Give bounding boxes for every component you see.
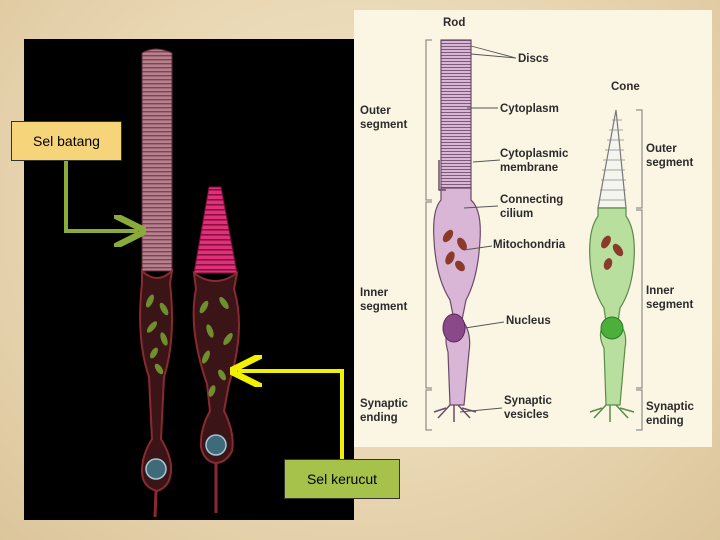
synaptic-vesicles-label-line1: Synaptic	[504, 395, 553, 407]
discs-label: Discs	[518, 53, 549, 65]
cytoplasmic-membrane-label-line1: Cytoplasmic	[500, 148, 569, 160]
right-brackets	[636, 109, 643, 431]
left-brackets	[425, 39, 432, 431]
left-outer-segment-label-line1: Outer	[360, 105, 391, 117]
left-synaptic-ending-label-line1: Synaptic	[360, 398, 409, 410]
cone-cell-photo	[192, 186, 240, 513]
rod-cell-label-text: Sel batang	[33, 133, 100, 149]
cone-title: Cone	[611, 81, 640, 93]
cone-cell-label: Sel kerucut	[284, 459, 400, 499]
photoreceptor-illustration	[24, 39, 354, 520]
right-inner-segment-label-line2: segment	[646, 299, 693, 311]
rod-title: Rod	[443, 17, 465, 29]
cytoplasmic-membrane-label-line2: membrane	[500, 162, 558, 174]
synaptic-vesicles-label-line2: vesicles	[504, 409, 549, 421]
mitochondria-label: Mitochondria	[493, 239, 566, 251]
rod-cell-label: Sel batang	[11, 121, 122, 161]
right-inner-segment-label-line1: Inner	[646, 285, 675, 297]
nucleus-label: Nucleus	[506, 315, 551, 327]
left-synaptic-ending-label-line2: ending	[360, 412, 398, 424]
right-synaptic-ending-label-line2: ending	[646, 415, 684, 427]
rod-diagram-cell	[433, 39, 481, 422]
right-outer-segment-label-line2: segment	[646, 157, 693, 169]
leader-lines	[459, 45, 517, 413]
rod-cone-diagram: Rod Cone Outer segment Inner segment Syn…	[354, 10, 712, 447]
connecting-cilium-label-line1: Connecting	[500, 194, 563, 206]
left-outer-segment-label-line2: segment	[360, 119, 407, 131]
cytoplasm-label: Cytoplasm	[500, 103, 559, 115]
cone-diagram-cell	[589, 109, 635, 422]
rod-cell-photo	[139, 48, 174, 518]
left-inner-segment-label-line1: Inner	[360, 287, 389, 299]
cone-cell-label-text: Sel kerucut	[306, 471, 378, 487]
right-synaptic-ending-label-line1: Synaptic	[646, 401, 695, 413]
connecting-cilium-label-line2: cilium	[500, 208, 533, 220]
right-outer-segment-label-line1: Outer	[646, 143, 677, 155]
left-inner-segment-label-line2: segment	[360, 301, 407, 313]
